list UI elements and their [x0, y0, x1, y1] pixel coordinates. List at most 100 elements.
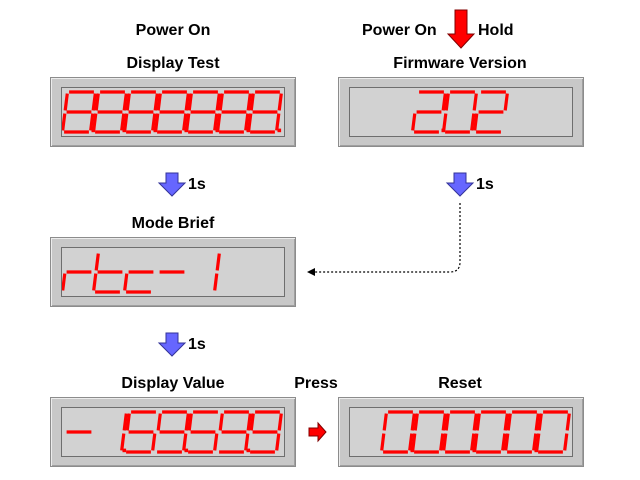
display-test-window	[61, 87, 285, 137]
segment-f	[94, 93, 100, 111]
power-on-label: Power On	[135, 22, 211, 39]
segment-digit	[62, 270, 92, 291]
segment-digit	[156, 410, 190, 454]
decimal-point	[441, 128, 446, 133]
segment-b	[503, 93, 509, 111]
segment-c	[213, 113, 219, 131]
segment-digit	[185, 90, 221, 134]
decimal-point	[246, 448, 251, 453]
segment-b	[534, 413, 540, 431]
segment-c	[275, 433, 281, 451]
segment-b	[441, 93, 447, 111]
segment-e	[442, 433, 448, 451]
display-value-panel	[50, 397, 296, 467]
firmware-version-window	[349, 87, 573, 137]
segment-b	[472, 93, 478, 111]
segment-c	[501, 433, 507, 451]
down-arrow-icon	[445, 172, 475, 197]
segment-c	[213, 273, 219, 291]
segment-c	[532, 433, 538, 451]
decimal-point	[122, 448, 127, 453]
seven-segment-display	[380, 410, 571, 454]
segment-f	[218, 413, 224, 431]
decimal-point	[184, 128, 189, 133]
segment-f	[125, 93, 131, 111]
dotted-connector	[315, 203, 461, 273]
segment-b	[246, 413, 252, 431]
step-time-label: 1s	[188, 176, 206, 193]
segment-c	[120, 433, 126, 451]
segment-c	[563, 433, 569, 451]
segment-digit	[473, 410, 509, 454]
step-time-label: 1s	[188, 336, 206, 353]
reset-panel	[338, 397, 584, 467]
segment-c	[182, 433, 188, 451]
decimal-point	[153, 128, 158, 133]
segment-f	[156, 413, 162, 431]
seven-segment-display	[66, 410, 283, 454]
segment-b	[472, 413, 478, 431]
decimal-point	[184, 448, 189, 453]
segment-f	[125, 413, 131, 431]
segment-b	[565, 413, 571, 431]
segment-c	[275, 113, 281, 131]
power-on-hold-label: Power On	[362, 22, 437, 39]
segment-b	[122, 93, 128, 111]
step-time-label: 1s	[476, 176, 494, 193]
segment-b	[441, 413, 447, 431]
segment-b	[184, 93, 190, 111]
segment-digit	[123, 90, 159, 134]
segment-digit	[125, 410, 157, 454]
display-value-window	[61, 407, 285, 457]
segment-f	[156, 93, 162, 111]
segment-c	[151, 113, 157, 131]
segment-f	[63, 93, 69, 111]
segment-b	[91, 93, 97, 111]
segment-b	[277, 93, 283, 111]
mode-brief-panel	[50, 237, 296, 307]
segment-digit	[187, 410, 219, 454]
segment-c	[470, 113, 476, 131]
segment-f	[444, 93, 450, 111]
segment-digit	[120, 413, 128, 453]
segment-b	[153, 93, 159, 111]
segment-digit	[154, 90, 190, 134]
display-test-panel	[50, 77, 296, 147]
display-value-title: Display Value	[121, 375, 225, 392]
segment-digit	[123, 270, 154, 294]
reset-window	[349, 407, 573, 457]
segment-e	[473, 113, 479, 131]
seven-segment-display	[62, 253, 221, 294]
segment-f	[187, 413, 193, 431]
segment-digit	[442, 410, 478, 454]
segment-f	[94, 253, 100, 271]
segment-digit	[62, 90, 97, 134]
segment-digit	[213, 253, 221, 291]
decimal-point	[122, 128, 127, 133]
reset-title: Reset	[438, 375, 482, 392]
segment-f	[506, 413, 512, 431]
segment-f	[444, 413, 450, 431]
segment-digit	[504, 410, 540, 454]
segment-e	[123, 113, 129, 131]
segment-digit	[411, 90, 447, 134]
segment-b	[184, 413, 190, 431]
segment-e	[442, 113, 448, 131]
segment-e	[185, 113, 191, 131]
segment-f	[187, 93, 193, 111]
decimal-point	[277, 128, 282, 133]
decimal-point	[410, 448, 415, 453]
segment-f	[537, 413, 543, 431]
segment-c	[182, 113, 188, 131]
down-arrow-icon	[446, 9, 476, 49]
segment-f	[218, 93, 224, 111]
segment-digit	[442, 90, 478, 134]
segment-b	[410, 413, 416, 431]
segment-digit	[216, 90, 252, 134]
segment-c	[439, 433, 445, 451]
segment-b	[503, 413, 509, 431]
segment-f	[249, 413, 255, 431]
segment-e	[473, 433, 479, 451]
segment-e	[411, 433, 417, 451]
